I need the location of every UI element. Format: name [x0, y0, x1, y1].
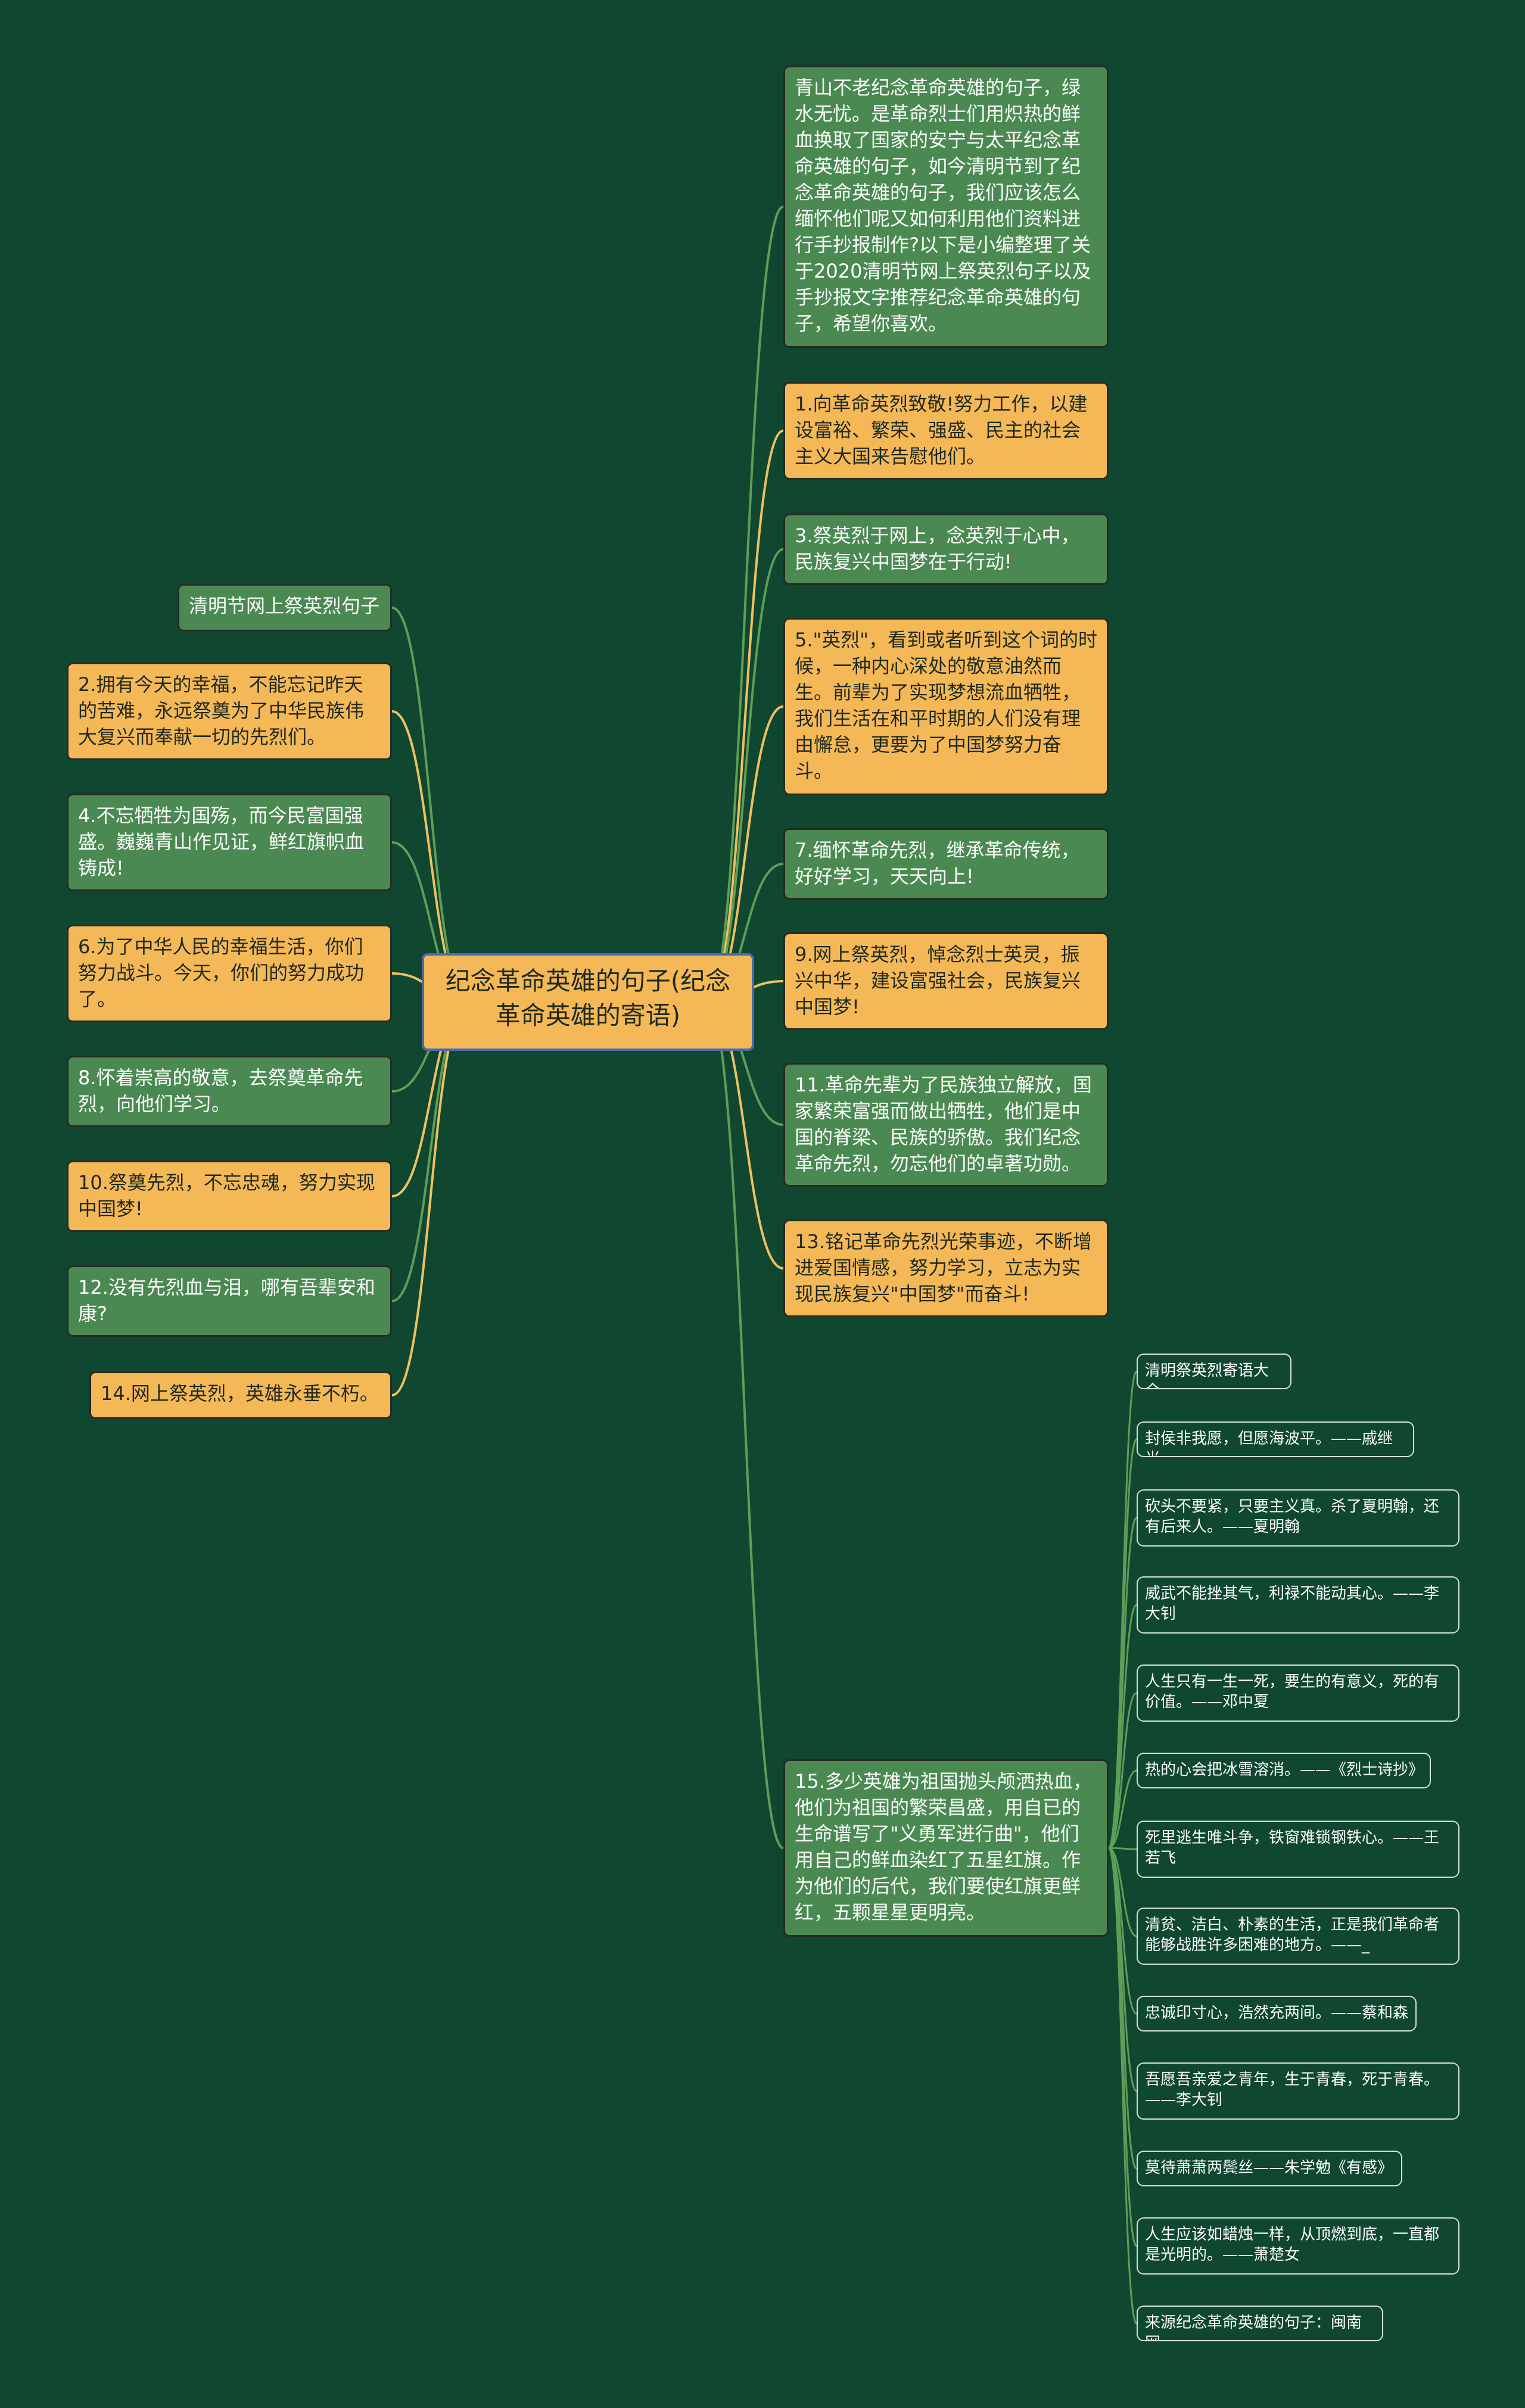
quote-node-2[interactable]: 2.拥有今天的幸福，不能忘记昨天的苦难，永远祭奠为了中华民族伟大复兴而奉献一切的…: [67, 662, 392, 760]
leaf-quote[interactable]: 热的心会把冰雪溶消。——《烈士诗抄》: [1137, 1753, 1431, 1788]
leaf-quote[interactable]: 死里逃生唯斗争，铁窗难锁钢铁心。——王若飞: [1137, 1821, 1459, 1878]
quote-node-12[interactable]: 12.没有先烈血与泪，哪有吾辈安和康?: [67, 1265, 392, 1337]
leaf-quote[interactable]: 吾愿吾亲爱之青年，生于青春，死于青春。——李大钊: [1137, 2062, 1459, 2120]
leaf-quote[interactable]: 来源纪念革命英雄的句子：闽南网: [1137, 2306, 1383, 2341]
connector-right-0: [707, 206, 784, 1003]
connector-leaf-5: [1108, 1769, 1137, 1849]
leaf-quote[interactable]: 人生只有一生一死，要生的有意义，死的有价值。——邓中夏: [1137, 1665, 1459, 1722]
connector-leaf-11: [1107, 1847, 1138, 2247]
connector-left-7: [391, 1001, 469, 1396]
quote-node-14[interactable]: 14.网上祭英烈，英雄永垂不朽。: [89, 1371, 392, 1419]
quote-node-8[interactable]: 8.怀着崇高的敬意，去祭奠革命先烈，向他们学习。: [67, 1056, 392, 1127]
connector-right-8: [707, 1001, 784, 1849]
connector-left-0: [391, 606, 469, 1003]
root-topic[interactable]: 纪念革命英雄的句子(纪念革命英雄的寄语): [422, 953, 754, 1051]
quote-node-7[interactable]: 7.缅怀革命先烈，继承革命传统，好好学习，天天向上!: [783, 828, 1109, 900]
intro-node[interactable]: 青山不老纪念革命英雄的句子，绿水无忧。是革命烈士们用炽热的鲜血换取了国家的安宁与…: [783, 66, 1109, 348]
connector-leaf-2: [1107, 1517, 1138, 1849]
quote-node-11[interactable]: 11.革命先辈为了民族独立解放，国家繁荣富强而做出牺牲，他们是中国的脊梁、民族的…: [783, 1063, 1109, 1187]
connector-leaf-12: [1107, 1847, 1138, 2325]
quote-node-1[interactable]: 1.向革命英烈致敬!努力工作，以建设富裕、繁荣、强盛、民主的社会主义大国来告慰他…: [783, 382, 1109, 480]
quote-node-5[interactable]: 5."英烈"，看到或者听到这个词的时候，一种内心深处的敬意油然而生。前辈为了实现…: [783, 618, 1109, 795]
leaf-quote-title[interactable]: 清明祭英烈寄语大全: [1137, 1354, 1291, 1389]
leaf-quote[interactable]: 封侯非我愿，但愿海波平。——戚继光: [1137, 1421, 1414, 1457]
leaf-quote[interactable]: 威武不能挫其气，利禄不能动其心。——李大钊: [1137, 1576, 1459, 1634]
quote-node-13[interactable]: 13.铭记革命先烈光荣事迹，不断增进爱国情感，努力学习，立志为实现民族复兴"中国…: [783, 1219, 1109, 1317]
connector-leaf-6: [1108, 1847, 1137, 1850]
section-title-node[interactable]: 清明节网上祭英烈句子: [178, 584, 392, 631]
leaf-quote[interactable]: 忠诚印寸心，浩然充两间。——蔡和森: [1137, 1996, 1417, 2031]
connector-leaf-7: [1108, 1847, 1137, 1937]
quote-node-4[interactable]: 4.不忘牺牲为国殇，而今民富国强盛。巍巍青山作见证，鲜红旗帜血铸成!: [67, 794, 392, 891]
connector-leaf-1: [1107, 1438, 1138, 1849]
connector-leaf-4: [1108, 1692, 1137, 1849]
quote-node-6[interactable]: 6.为了中华人民的幸福生活，你们努力战斗。今天，你们的努力成功了。: [67, 925, 392, 1022]
leaf-quote[interactable]: 清贫、洁白、朴素的生活，正是我们革命者能够战胜许多困难的地方。——_: [1137, 1908, 1459, 1965]
leaf-quote[interactable]: 莫待萧萧两鬓丝——朱学勉《有感》: [1137, 2151, 1402, 2186]
leaf-quote[interactable]: 砍头不要紧，只要主义真。杀了夏明翰，还有后来人。——夏明翰: [1137, 1489, 1459, 1547]
leaf-quote[interactable]: 人生应该如蜡烛一样，从顶燃到底，一直都是光明的。——萧楚女: [1137, 2217, 1459, 2275]
connector-leaf-3: [1107, 1604, 1138, 1849]
quote-node-10[interactable]: 10.祭奠先烈，不忘忠魂，努力实现中国梦!: [67, 1161, 392, 1232]
quote-node-15[interactable]: 15.多少英雄为祖国抛头颅洒热血，他们为祖国的繁荣昌盛，用自已的生命谱写了"义勇…: [783, 1759, 1109, 1937]
quote-node-3[interactable]: 3.祭英烈于网上，念英烈于心中，民族复兴中国梦在于行动!: [783, 514, 1109, 585]
quote-node-9[interactable]: 9.网上祭英烈，悼念烈士英灵，振兴中华，建设富强社会，民族复兴中国梦!: [783, 932, 1109, 1030]
